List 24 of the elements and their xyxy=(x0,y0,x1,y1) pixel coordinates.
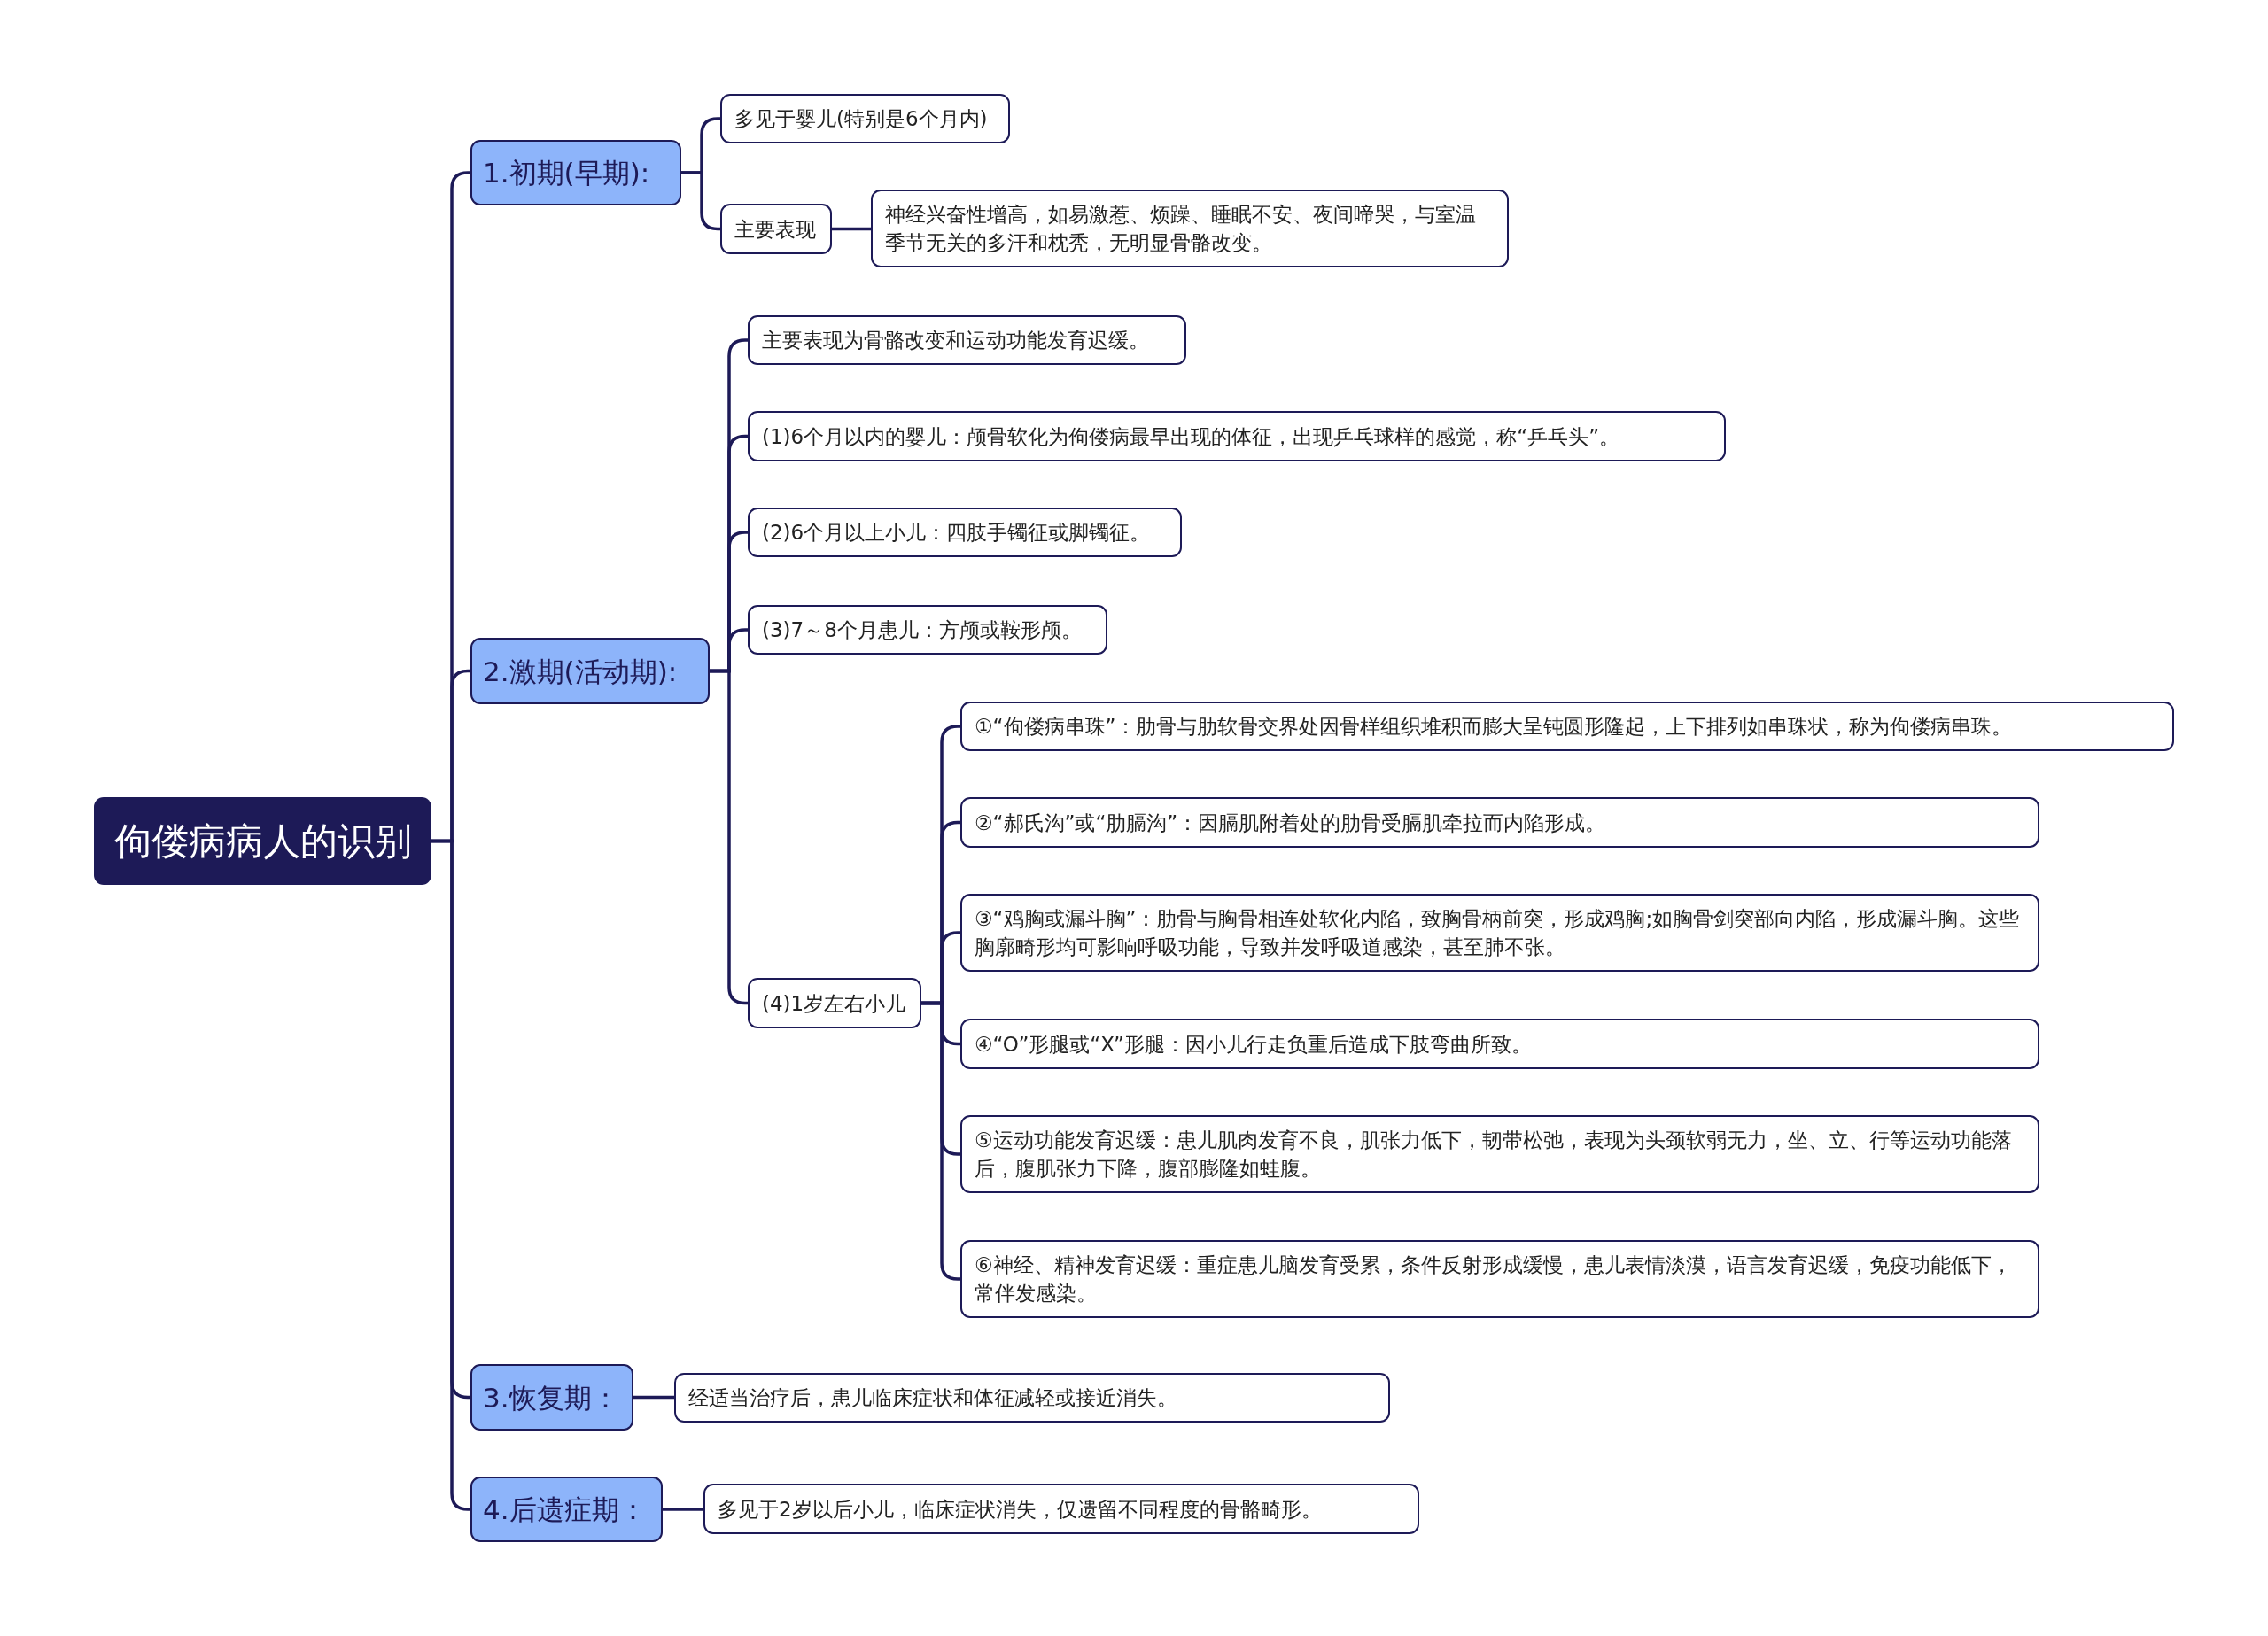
text-box: (1)6个月以内的婴儿：颅骨软化为佝偻病最早出现的体征，出现乒乓球样的感觉，称“乒乓头”。 xyxy=(748,411,1726,461)
text-box: 多见于2岁以后小儿，临床症状消失，仅遗留不同程度的骨骼畸形。 xyxy=(703,1484,1419,1534)
central-topic-box: 佝偻病病人的识别 xyxy=(94,797,431,885)
text-box: 多见于婴儿(特别是6个月内) xyxy=(720,94,1010,143)
stage-box: 3.恢复期： xyxy=(470,1364,633,1431)
text-box: (3)7～8个月患儿：方颅或鞍形颅。 xyxy=(748,605,1107,655)
connector-line xyxy=(832,227,871,231)
text-box: ①“佝偻病串珠”：肋骨与肋软骨交界处因骨样组织堆积而膨大呈钝圆形隆起，上下排列如串珠状，称为佝偻病串珠。 xyxy=(960,702,2174,751)
stage-box: 1.初期(早期): xyxy=(470,140,681,205)
stage-box: 2.激期(活动期): xyxy=(470,638,710,704)
connector-line xyxy=(633,1395,674,1400)
text-box: 经适当治疗后，患儿临床症状和体征减轻或接近消失。 xyxy=(674,1373,1390,1423)
text-box: ③“鸡胸或漏斗胸”：肋骨与胸骨相连处软化内陷，致胸骨柄前突，形成鸡胸;如胸骨剑突部向内陷，形成漏斗胸。这些胸廓畸形均可影响呼吸功能，导致并发呼吸道感染，甚至肺不张。 xyxy=(960,894,2039,972)
text-box: ⑤运动功能发育迟缓：患儿肌肉发育不良，肌张力低下，韧带松弛，表现为头颈软弱无力，坐、立、行等运动功能落后，腹肌张力下降，腹部膨隆如蛙腹。 xyxy=(960,1115,2039,1193)
text-box: ⑥神经、精神发育迟缓：重症患儿脑发育受累，条件反射形成缓慢，患儿表情淡漠，语言发育迟缓，免疫功能低下，常伴发感染。 xyxy=(960,1240,2039,1318)
stage-box: 4.后遗症期： xyxy=(470,1477,663,1542)
text-box: 主要表现 xyxy=(720,204,832,254)
text-box: ④“O”形腿或“X”形腿：因小儿行走负重后造成下肢弯曲所致。 xyxy=(960,1019,2039,1069)
text-box: (2)6个月以上小儿：四肢手镯征或脚镯征。 xyxy=(748,508,1182,557)
text-box: (4)1岁左右小儿 xyxy=(748,978,921,1028)
text-box: ②“郝氏沟”或“肋膈沟”：因膈肌附着处的肋骨受膈肌牵拉而内陷形成。 xyxy=(960,797,2039,848)
text-box: 主要表现为骨骼改变和运动功能发育迟缓。 xyxy=(748,315,1186,365)
text-box: 神经兴奋性增高，如易激惹、烦躁、睡眠不安、夜间啼哭，与室温季节无关的多汗和枕秃，无明显骨骼改变。 xyxy=(871,190,1509,267)
connector-line xyxy=(663,1508,703,1511)
